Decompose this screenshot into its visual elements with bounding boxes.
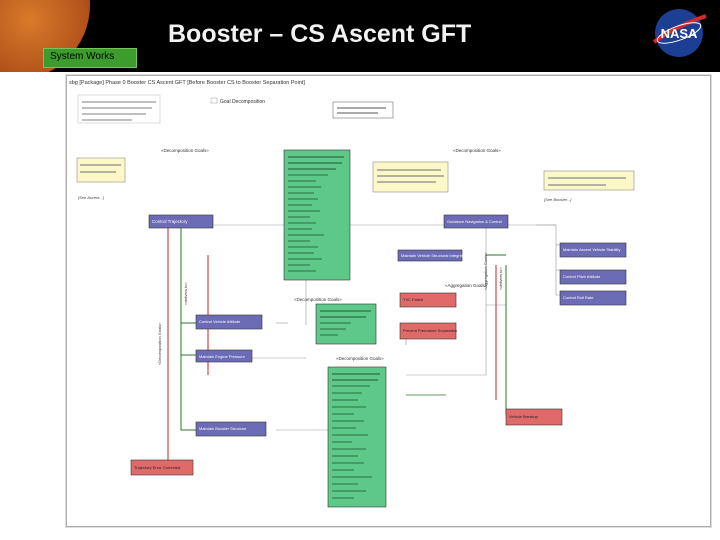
metadata-box (77, 94, 161, 124)
frame-title: sbg [Package] Phase 0 Booster CS Ascent … (69, 80, 305, 86)
label-aggregation-1: «Aggregation Goals» (445, 283, 488, 288)
vertical-label-1: «delivers to» (183, 282, 188, 305)
label-decomposition-2: «Decomposition Goals» (453, 148, 501, 153)
svg-text:Vehicle Breakup: Vehicle Breakup (509, 414, 539, 419)
block-vehicle-attitude[interactable]: Control Vehicle Attitude (195, 314, 263, 330)
logo-text: NASA (661, 26, 698, 41)
svg-text:Guidance Navigation & Control: Guidance Navigation & Control (447, 219, 502, 224)
svg-text:Maintain Booster Structure: Maintain Booster Structure (199, 426, 247, 431)
svg-text:Control Pitch Attitude: Control Pitch Attitude (563, 274, 601, 279)
svg-text:Control Roll Rate: Control Roll Rate (563, 295, 594, 300)
block-gnc[interactable]: Guidance Navigation & Control (443, 214, 509, 229)
note-center (372, 161, 449, 193)
block-engine-pressure[interactable]: Maintain Engine Pressure (195, 349, 253, 363)
note-left (76, 157, 126, 183)
goal-diagram: sbg [Package] Phase 0 Booster CS Ascent … (66, 75, 711, 527)
note-right (543, 170, 635, 191)
caption-left: [See Ascent...] (77, 195, 105, 200)
svg-text:Trajectory Error Corrected: Trajectory Error Corrected (134, 465, 180, 470)
requirement-block-2[interactable] (315, 303, 377, 345)
section-label: System Works (50, 51, 115, 62)
block-roll-rate[interactable]: Control Roll Rate (559, 290, 627, 306)
goal-decomposition-label: Goal Decomposition (210, 97, 265, 105)
requirement-block-1[interactable] (283, 149, 351, 281)
block-vehicle-breakup[interactable]: Vehicle Breakup (505, 408, 563, 426)
block-trajectory-error[interactable]: Trajectory Error Corrected (130, 459, 194, 476)
slide-header: Booster – CS Ascent GFT System Works NAS… (0, 0, 720, 72)
label-decomposition-4: «Decomposition Goals» (294, 297, 342, 302)
white-goal-box (332, 101, 394, 119)
nasa-logo: NASA (652, 9, 707, 57)
block-booster-structure[interactable]: Maintain Booster Structure (195, 421, 267, 437)
block-control-trajectory[interactable]: Control Trajectory (148, 214, 214, 229)
vertical-label-2: «Decomposition Goals» (157, 322, 162, 365)
label-decomposition-1: «Decomposition Goals» (161, 148, 209, 153)
slide-title: Booster – CS Ascent GFT (168, 20, 472, 48)
diagram-frame: sbg [Package] Phase 0 Booster CS Ascent … (65, 74, 712, 528)
svg-text:Prevent Premature Separation: Prevent Premature Separation (403, 328, 457, 333)
block-pitch-attitude[interactable]: Control Pitch Attitude (559, 269, 627, 285)
svg-text:Control Vehicle Attitude: Control Vehicle Attitude (199, 319, 241, 324)
block-tvc-failed[interactable]: TVC Failed (399, 292, 457, 308)
vertical-label-4: «delivers to» (498, 267, 503, 290)
block-premature-separation[interactable]: Prevent Premature Separation (399, 322, 457, 340)
vertical-label-3: «Aggregation Goals» (483, 252, 488, 290)
svg-text:Maintain Ascent Vehicle Stabil: Maintain Ascent Vehicle Stability (563, 247, 620, 252)
requirement-block-3[interactable] (327, 366, 387, 508)
label-decomposition-3: «Decomposition Goals» (336, 356, 384, 361)
block-ascent-stability[interactable]: Maintain Ascent Vehicle Stability (559, 242, 627, 258)
svg-text:Maintain Engine Pressure: Maintain Engine Pressure (199, 354, 246, 359)
svg-text:TVC Failed: TVC Failed (403, 297, 423, 302)
section-label-bar: System Works (43, 48, 137, 68)
block-structural-integrity[interactable]: Maintain Vehicle Structural Integrity (397, 249, 464, 262)
caption-right: [See Booster...] (543, 197, 572, 202)
svg-text:Goal Decomposition: Goal Decomposition (220, 99, 265, 105)
svg-text:Control Trajectory: Control Trajectory (152, 219, 188, 224)
svg-text:Maintain Vehicle Structural In: Maintain Vehicle Structural Integrity (401, 253, 464, 258)
